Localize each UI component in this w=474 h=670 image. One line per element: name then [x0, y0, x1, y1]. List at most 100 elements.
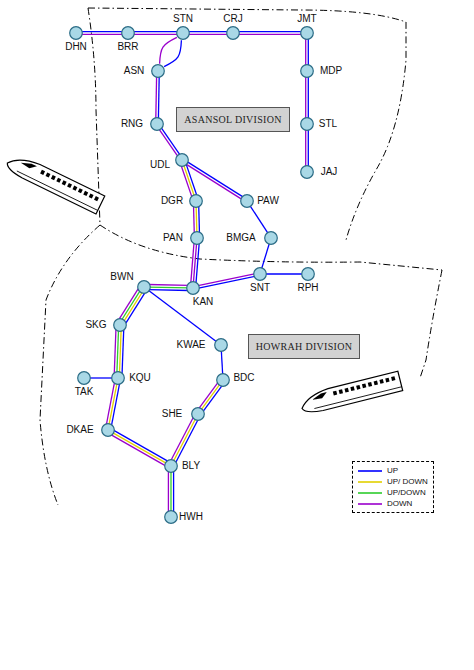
station-code: BWN: [110, 272, 133, 282]
station-circle: [121, 26, 135, 40]
station-circle: [111, 371, 125, 385]
station-circle: [164, 459, 178, 473]
station-code: PAW: [257, 196, 279, 206]
station-node: STN: [176, 26, 190, 40]
train-window: [40, 170, 45, 175]
station-circle: [300, 26, 314, 40]
station-circle: [300, 165, 314, 179]
station-node: UDL: [175, 153, 189, 167]
legend-box: UPUP/ DOWNUP/DOWNDOWN: [352, 461, 434, 513]
train-window: [374, 381, 378, 386]
station-circle: [69, 26, 83, 40]
legend-line: [357, 500, 383, 508]
station-node: SHE: [191, 407, 205, 421]
train-window: [385, 378, 389, 383]
train-window: [72, 186, 77, 191]
station-circle: [253, 267, 267, 281]
station-code: DHN: [65, 42, 87, 52]
station-code: RNG: [121, 119, 143, 129]
track-connector: [264, 274, 304, 275]
station-node: KWAE: [214, 338, 228, 352]
track-connector: [249, 205, 268, 235]
station-node: TAK: [77, 371, 91, 385]
station-code: RPH: [297, 283, 318, 293]
station-code: JMT: [297, 14, 316, 24]
station-code: DKAE: [66, 425, 93, 435]
station-code: KWAE: [176, 340, 205, 350]
station-code: ASN: [124, 66, 145, 76]
track-connector: [306, 75, 309, 120]
station-code: JAJ: [321, 167, 338, 177]
track-connector: [80, 32, 124, 35]
station-node: RPH: [301, 267, 315, 281]
track-connector: [171, 417, 199, 464]
station-code: STN: [173, 14, 193, 24]
station-code: HWH: [179, 512, 203, 522]
division-box: HOWRAH DIVISION: [248, 334, 360, 359]
station-code: PAN: [163, 233, 183, 243]
station-circle: [301, 267, 315, 281]
station-code: BRR: [117, 42, 138, 52]
division-box: ASANSOL DIVISION: [176, 107, 290, 132]
station-circle: [77, 371, 91, 385]
train-window: [51, 175, 56, 180]
legend-line: [357, 478, 383, 486]
station-node: SKG: [113, 318, 127, 332]
track-connector: [221, 349, 223, 376]
station-code: BDC: [233, 373, 254, 383]
track-connector: [132, 32, 179, 35]
station-node: PAN: [190, 231, 204, 245]
station-code: KQU: [129, 373, 151, 383]
track-connector: [306, 37, 309, 67]
station-circle: [151, 64, 165, 78]
station-circle: [101, 423, 115, 437]
track-connector: [194, 205, 200, 234]
legend-row: UP/DOWN: [357, 487, 428, 498]
track-connector: [185, 161, 244, 200]
train-window: [67, 183, 72, 188]
track-connector: [148, 284, 189, 290]
track-connector: [147, 290, 217, 343]
train-window: [368, 382, 372, 387]
track-connector: [114, 329, 123, 374]
station-node: MDP: [300, 64, 314, 78]
track-connector: [119, 288, 145, 323]
track-connector: [237, 32, 303, 35]
track-connector: [187, 32, 229, 35]
station-node: CRJ: [226, 26, 240, 40]
train-window: [94, 196, 99, 201]
station-code: SNT: [250, 283, 270, 293]
station-code: SHE: [162, 409, 183, 419]
legend-text: UP/ DOWN: [387, 478, 428, 486]
division-name: ASANSOL DIVISION: [184, 114, 282, 125]
station-code: MDP: [320, 66, 342, 76]
train-window: [344, 388, 348, 393]
legend-text: UP: [387, 467, 398, 475]
station-circle: [191, 407, 205, 421]
station-node: BRR: [121, 26, 135, 40]
station-node: JAJ: [300, 165, 314, 179]
track-connector: [160, 37, 182, 66]
station-circle: [300, 117, 314, 131]
station-circle: [264, 231, 278, 245]
station-code: BMGA: [226, 233, 255, 243]
train-illustration: [4, 151, 104, 214]
station-node: BDC: [216, 373, 230, 387]
legend-line: [357, 467, 383, 475]
track-connector: [197, 274, 256, 289]
station-circle: [186, 281, 200, 295]
station-circle: [214, 338, 228, 352]
train-window: [350, 386, 354, 391]
track-connector: [106, 382, 120, 427]
station-node: PAW: [240, 194, 254, 208]
station-node: SNT: [253, 267, 267, 281]
train-window: [46, 172, 51, 177]
station-circle: [113, 318, 127, 332]
train-window: [356, 385, 360, 390]
station-circle: [216, 373, 230, 387]
train-window: [62, 180, 67, 185]
legend-row: UP: [357, 465, 428, 476]
station-circle: [190, 231, 204, 245]
station-code: BLY: [182, 461, 200, 471]
division-boundary: [40, 8, 442, 505]
